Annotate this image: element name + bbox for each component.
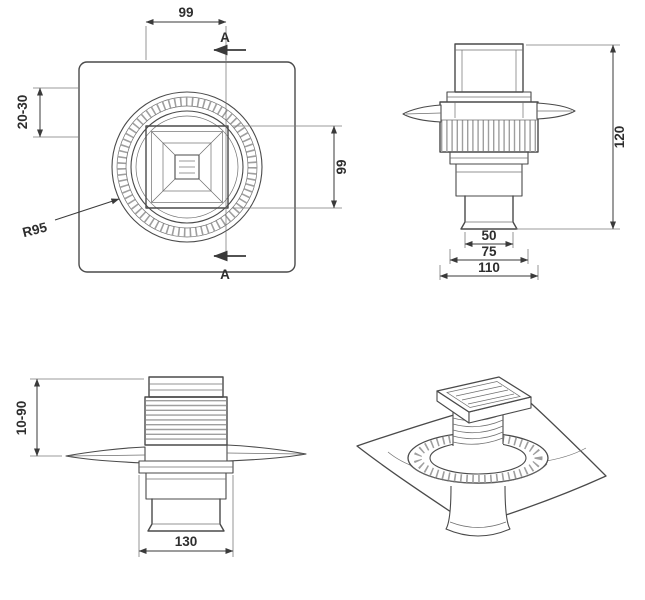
grate-front [454,43,524,93]
grate-top [145,125,229,209]
section-label-top: A [220,30,230,45]
radius-callout: R95 [21,198,120,240]
dim-ring-width-label: 110 [478,260,500,275]
dim-flange-width: 130 [138,475,234,557]
grate-perspective [436,376,532,424]
dim-top-width-label: 99 [178,5,193,20]
dim-clamp-range: 20-30 [15,87,79,138]
dim-total-height-label: 120 [612,126,627,149]
outlet-side [147,498,225,532]
threaded-neck-side [144,396,228,446]
outlet-perspective [445,485,511,537]
section-label-bottom: A [220,267,230,282]
dim-adjust-range: 10-90 [14,378,144,457]
dim-adjust-range-label: 10-90 [14,401,29,436]
membrane-wing-right [536,102,576,120]
dim-flange-width-label: 130 [175,534,198,549]
dim-body-width-label: 75 [481,244,497,259]
perspective-view [356,376,607,537]
radius-label: R95 [21,219,49,240]
grate-side [148,376,224,398]
dim-clamp-range-label: 20-30 [15,95,30,130]
membrane-wing-left [402,104,442,123]
dim-side-height-label: 99 [334,159,349,174]
clamping-ring-top [111,91,263,243]
dim-total-height: 120 [516,44,627,230]
clamping-ring-perspective [407,432,549,484]
clamping-ring-front [439,91,539,153]
side-view: 10-90 130 [14,376,307,557]
dim-side-height: 99 [232,125,349,209]
body-side [145,472,227,500]
dim-ring-width: 110 [439,260,539,280]
clamp-flange-side [138,460,234,474]
drain-body-front [449,151,529,197]
dim-outlet-width-label: 50 [481,228,496,243]
section-marker-top: A [213,30,246,56]
outlet-front [460,195,518,230]
dim-outlet-width: 50 [464,228,514,248]
dim-top-width: 99 [145,5,227,60]
dim-body-width: 75 [449,244,529,264]
membrane-wing-right-side [226,444,307,462]
membrane-wing-left-side [65,446,146,464]
section-marker-bottom: A [213,250,246,282]
front-view: 50 75 110 120 [402,43,627,280]
mounting-flange-square [78,61,296,273]
top-view: 99 A A 20-30 99 R95 [15,5,349,282]
